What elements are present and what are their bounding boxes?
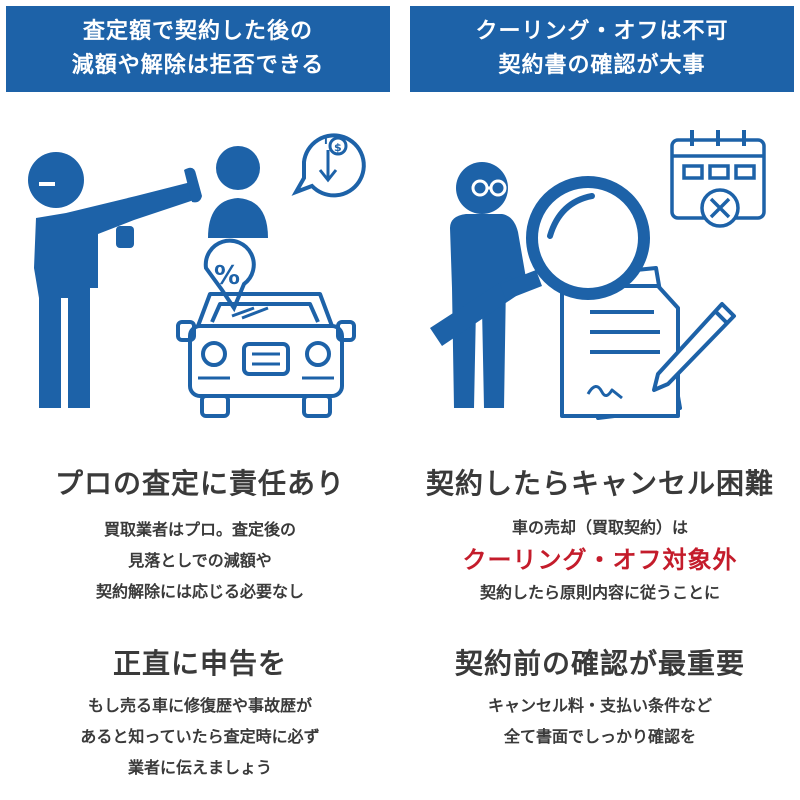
left-text2-line2: あると知っていたら査定時に必ず [80, 727, 320, 746]
left-text2-line3: 業者に伝えましょう [127, 758, 272, 777]
price-down-bubble-icon [291, 133, 366, 198]
percent-tag-icon [203, 238, 256, 313]
left-text1-line2: 見落としでの減額や [128, 551, 272, 570]
right-text1-emphasis: クーリング・オフ対象外 [462, 546, 738, 574]
left-text-pro-appraisal: 買取業者はプロ。査定後の 見落としでの減額や 契約解除には応じる必要なし [0, 514, 400, 607]
left-text-honest-report: もし売る車に修復歴や事故歴が あると知っていたら査定時に必ず 業者に伝えましょう [0, 690, 400, 783]
rejecting-man-icon [28, 152, 202, 408]
percent-sign: % [214, 261, 240, 291]
banner-no-cooling-off: クーリング・オフは不可 契約書の確認が大事 [410, 6, 794, 92]
glasses-icon [471, 179, 507, 197]
pen-icon [652, 302, 736, 392]
car-front-icon [176, 292, 356, 418]
right-text-check-documents: キャンセル料・支払い条件など 全て書面でしっかり確認を [400, 690, 800, 752]
left-text1-line3: 契約解除には応じる必要なし [95, 582, 304, 601]
left-heading-honest-report: 正直に申告を [112, 647, 287, 680]
right-text2-line1: キャンセル料・支払い条件など [487, 696, 712, 715]
right-heading-hard-to-cancel: 契約したらキャンセル困難 [425, 467, 774, 500]
right-text1-line1: 車の売却（買取契約）は [511, 518, 688, 537]
left-heading-pro-responsibility: プロの査定に責任あり [54, 467, 345, 500]
banner-left-line1: 査定額で契約した後の [82, 19, 313, 44]
magnifying-glass-icon [430, 176, 650, 346]
info-i-icon: i [324, 134, 328, 147]
banner-no-reduction: 査定額で契約した後の 減額や解除は拒否できる [6, 6, 390, 92]
rejection-illustration: $ i % [6, 108, 390, 438]
left-text1-line1: 買取業者はプロ。査定後の [103, 520, 296, 539]
calendar-cancel-icon [670, 130, 766, 228]
banner-left-line2: 減額や解除は拒否できる [71, 53, 325, 78]
right-text-cooling-off: 車の売却（買取契約）は クーリング・オフ対象外 契約したら原則内容に従うことに [400, 512, 800, 608]
right-text1-line3: 契約したら原則内容に従うことに [479, 583, 720, 602]
right-heading-check-before-contract: 契約前の確認が最重要 [454, 647, 745, 680]
dollar-sign-icon: $ [334, 141, 342, 154]
left-text2-line1: もし売る車に修復歴や事故歴が [87, 696, 312, 715]
banner-right-line2: 契約書の確認が大事 [498, 53, 706, 78]
customer-icon [208, 146, 268, 238]
banner-right-line1: クーリング・オフは不可 [475, 19, 729, 44]
contract-check-illustration [410, 108, 794, 438]
right-text2-line2: 全て書面でしっかり確認を [503, 727, 696, 746]
